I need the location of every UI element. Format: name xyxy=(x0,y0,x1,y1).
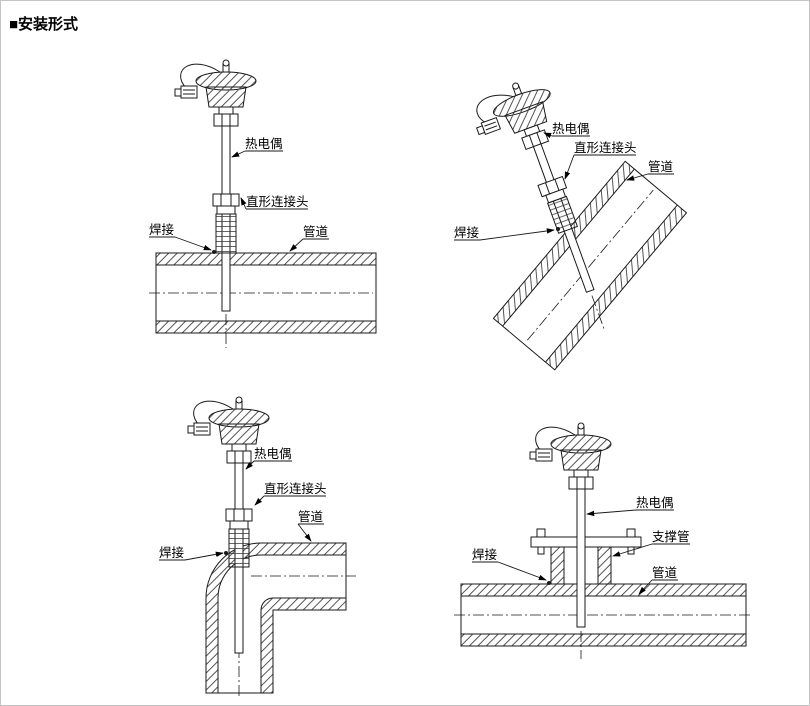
label-pipe: 管道 xyxy=(298,509,324,524)
thermocouple xyxy=(187,396,270,654)
flange-plate xyxy=(530,536,642,548)
thermocouple xyxy=(174,59,257,312)
label-pipe: 管道 xyxy=(303,224,329,239)
probe-sheath xyxy=(576,488,586,628)
callouts: 热电偶 支撑管 焊接 管道 xyxy=(472,496,690,595)
callouts: 热电偶 直形连接头 管道 焊接 xyxy=(149,137,329,252)
section-title: ■安装形式 xyxy=(9,16,79,33)
label-connector: 直形连接头 xyxy=(264,481,327,496)
diagram-3-elbow-pipe: 热电偶 直形连接头 管道 焊接 xyxy=(159,396,356,699)
bolt-head xyxy=(536,528,546,538)
diagram-1-straight-pipe: 热电偶 直形连接头 管道 焊接 xyxy=(149,59,377,348)
label-thermocouple: 热电偶 xyxy=(636,496,674,510)
label-weld: 焊接 xyxy=(149,222,175,237)
pipe xyxy=(454,583,751,659)
straight-connector-fitting xyxy=(225,508,253,568)
support-tube-wall xyxy=(550,546,565,585)
thermocouple-head xyxy=(466,72,566,164)
weld-point xyxy=(224,551,228,555)
label-thermocouple: 热电偶 xyxy=(254,447,292,461)
label-connector: 直形连接头 xyxy=(246,194,309,209)
thermocouple-head xyxy=(529,422,612,490)
weld-point xyxy=(212,250,216,254)
label-weld: 焊接 xyxy=(159,545,185,560)
label-thermocouple: 热电偶 xyxy=(552,122,590,136)
support-assembly xyxy=(530,528,642,585)
label-weld: 焊接 xyxy=(472,547,498,562)
straight-connector-fitting xyxy=(537,175,579,234)
pipe xyxy=(149,252,377,348)
thermocouple-head xyxy=(174,59,257,127)
support-tube-wall xyxy=(597,546,612,585)
label-support-tube: 支撑管 xyxy=(652,529,690,544)
weld-point xyxy=(547,581,551,585)
thermocouple xyxy=(529,422,612,628)
callouts: 热电偶 直形连接头 管道 焊接 xyxy=(454,122,674,241)
label-pipe: 管道 xyxy=(652,565,678,580)
straight-connector-fitting xyxy=(212,193,240,254)
diagram-2-inclined-pipe: 热电偶 直形连接头 管道 焊接 xyxy=(454,72,688,371)
label-thermocouple: 热电偶 xyxy=(245,137,283,151)
pipe xyxy=(492,160,688,371)
bolt-head xyxy=(626,528,636,538)
thermocouple xyxy=(466,72,605,330)
label-pipe: 管道 xyxy=(648,159,674,174)
callouts: 热电偶 直形连接头 管道 焊接 xyxy=(159,447,327,561)
weld-point xyxy=(556,227,560,231)
label-connector: 直形连接头 xyxy=(574,140,637,155)
bolt-nut xyxy=(537,546,545,555)
label-weld: 焊接 xyxy=(454,225,480,240)
diagram-4-support-tube: 热电偶 支撑管 焊接 管道 xyxy=(454,422,751,659)
